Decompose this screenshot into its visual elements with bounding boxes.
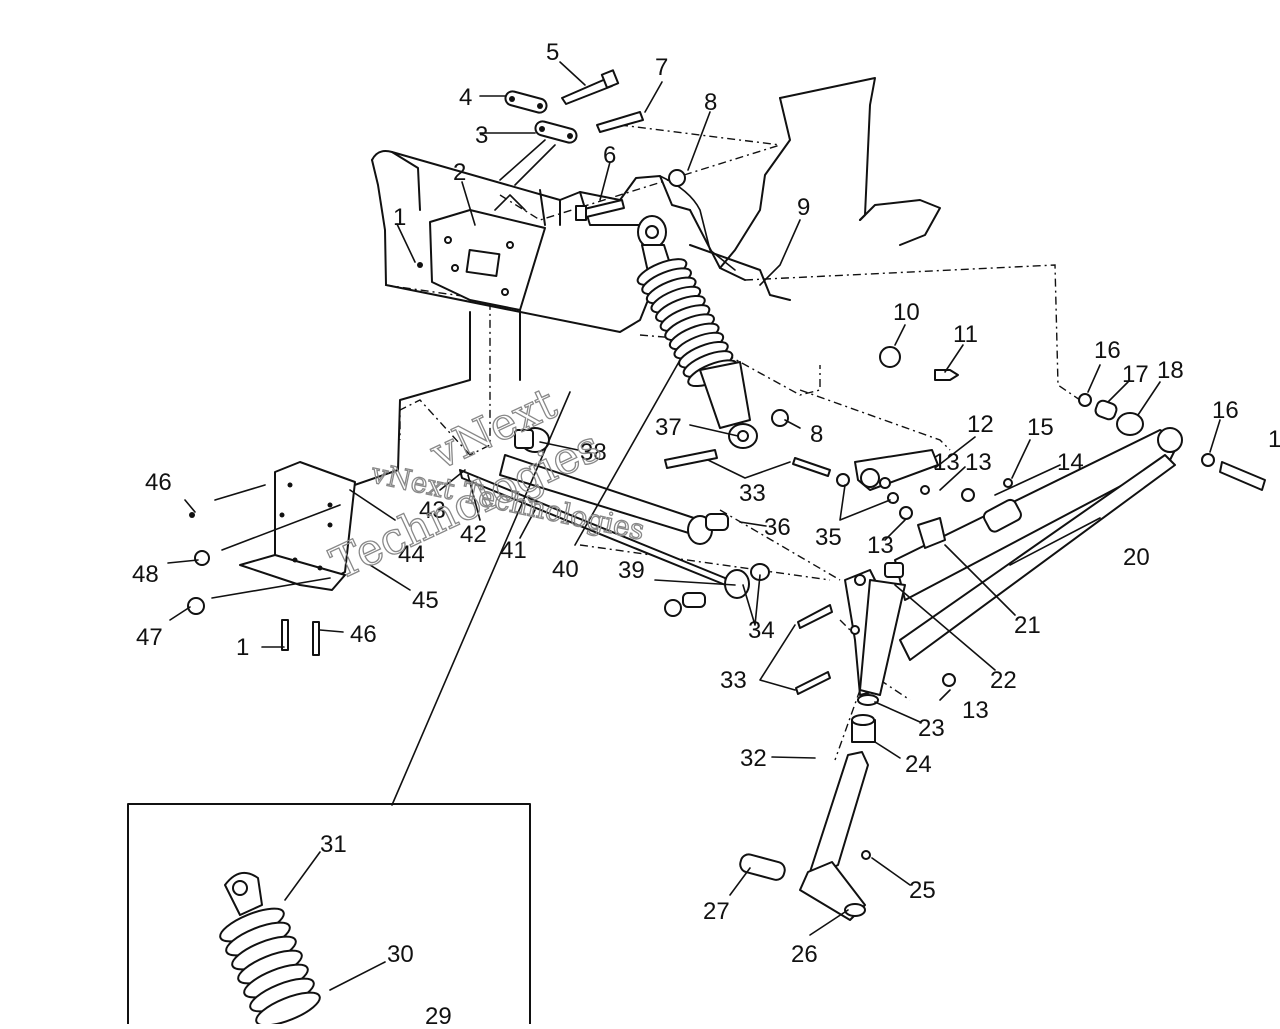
callout-label: 18	[1157, 357, 1184, 384]
watermark: vNext Technologies vNext Technologies	[322, 377, 648, 590]
callout-label: 45	[412, 587, 439, 614]
callout-label: 21	[1014, 612, 1041, 639]
hardware	[187, 169, 1266, 860]
callout-label: 2	[453, 159, 466, 186]
callout-label: 12	[967, 411, 994, 438]
callout-labels: 1 2 3 4 5 6 7 8 9 10 11 12 13 14 15 16 1…	[132, 39, 1280, 1029]
callout-label: 1	[393, 204, 406, 231]
callout-label: 1	[1268, 426, 1280, 453]
callout-label: 17	[1122, 361, 1149, 388]
callout-label: 16	[1094, 337, 1121, 364]
callout-label: 31	[320, 831, 347, 858]
callout-label: 46	[145, 469, 172, 496]
callout-label: 33	[720, 667, 747, 694]
callout-label: 27	[703, 898, 730, 925]
callout-label: 38	[580, 439, 607, 466]
lower-a-arm	[894, 427, 1183, 661]
callout-label: 33	[739, 480, 766, 507]
callout-label: 11	[953, 321, 978, 348]
callout-label: 13	[933, 449, 960, 476]
callout-label: 5	[546, 39, 559, 66]
callout-label: 41	[500, 537, 527, 564]
callout-label: 4	[459, 84, 472, 111]
callout-label: 34	[748, 617, 775, 644]
callout-label: 29	[425, 1003, 452, 1024]
leader-lines	[167, 61, 1221, 936]
frame-lower	[339, 299, 521, 491]
top-links	[499, 69, 644, 221]
callout-label: 8	[704, 89, 717, 116]
callout-label: 13	[962, 697, 989, 724]
callout-label: 7	[655, 54, 668, 81]
callout-label: 13	[965, 449, 992, 476]
spindle	[739, 562, 906, 921]
mount-plate	[429, 194, 546, 311]
callout-label: 6	[603, 142, 616, 169]
callout-label: 42	[460, 521, 487, 548]
callout-label: 46	[350, 621, 377, 648]
callout-label: 8	[810, 421, 823, 448]
callout-label: 32	[740, 745, 767, 772]
callout-label: 30	[387, 941, 414, 968]
callout-label: 44	[398, 541, 425, 568]
callout-label: 20	[1123, 544, 1150, 571]
callout-label: 24	[905, 751, 932, 778]
callout-label: 26	[791, 941, 818, 968]
callout-label: 47	[136, 624, 163, 651]
callout-label: 14	[1057, 449, 1084, 476]
callout-label: 25	[909, 877, 936, 904]
callout-label: 13	[867, 532, 894, 559]
left-bracket	[239, 461, 356, 591]
callout-label: 22	[990, 667, 1017, 694]
callout-label: 10	[893, 299, 920, 326]
callout-label: 23	[918, 715, 945, 742]
callout-label: 40	[552, 556, 579, 583]
callout-label: 48	[132, 561, 159, 588]
spring-coil	[255, 991, 321, 1027]
callout-label: 1	[236, 634, 249, 661]
callout-label: 36	[764, 514, 791, 541]
callout-label: 35	[815, 524, 842, 551]
callout-label: 39	[618, 557, 645, 584]
callout-label: 15	[1027, 414, 1054, 441]
inset-detail	[127, 803, 531, 1027]
callout-label: 16	[1212, 397, 1239, 424]
callout-label: 3	[475, 122, 488, 149]
callout-label: 43	[419, 497, 446, 524]
shock-absorber	[636, 215, 758, 449]
callout-label: 37	[655, 414, 682, 441]
callout-label: 9	[797, 194, 810, 221]
